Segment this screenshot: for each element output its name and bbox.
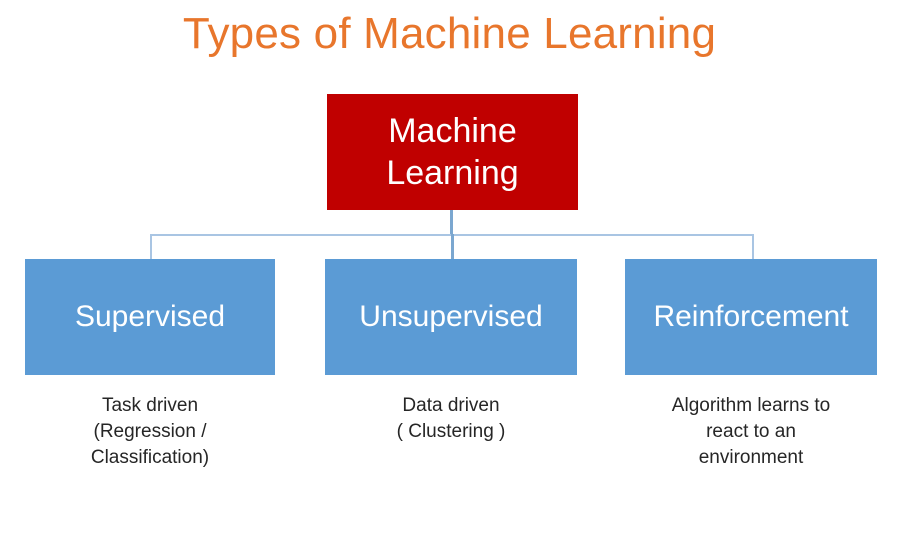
caption-supervised-line-3: Classification) bbox=[90, 447, 210, 468]
node-machine-learning-label-line-1: Machine bbox=[388, 112, 517, 150]
connector-root-stem bbox=[450, 210, 453, 236]
node-machine-learning-label-line-2: Learning bbox=[386, 154, 519, 192]
node-reinforcement[interactable]: Reinforcement bbox=[625, 259, 877, 375]
caption-reinforcement: Algorithm learns to react to an environm… bbox=[625, 393, 877, 471]
caption-supervised: Task driven (Regression / Classification… bbox=[25, 393, 275, 471]
caption-unsupervised-line-1: Data driven bbox=[402, 395, 500, 416]
caption-supervised-line-1: Task driven bbox=[101, 395, 199, 416]
node-reinforcement-label: Reinforcement bbox=[653, 300, 849, 333]
node-unsupervised-label: Unsupervised bbox=[359, 300, 543, 333]
node-machine-learning-label: Machine Learning bbox=[386, 110, 518, 194]
node-supervised[interactable]: Supervised bbox=[25, 259, 275, 375]
node-machine-learning[interactable]: Machine Learning bbox=[327, 94, 578, 210]
caption-supervised-line-2: (Regression / bbox=[93, 421, 207, 442]
caption-unsupervised: Data driven ( Clustering ) bbox=[325, 393, 577, 445]
caption-reinforcement-line-1: Algorithm learns to bbox=[671, 395, 831, 416]
page-title: Types of Machine Learning bbox=[182, 9, 717, 58]
connector-drop-unsupervised bbox=[451, 234, 454, 259]
node-unsupervised[interactable]: Unsupervised bbox=[325, 259, 577, 375]
caption-reinforcement-line-3: environment bbox=[698, 447, 804, 468]
connector-drop-supervised bbox=[150, 234, 152, 259]
caption-reinforcement-line-2: react to an bbox=[706, 421, 796, 442]
connector-drop-reinforcement bbox=[752, 234, 754, 259]
caption-unsupervised-line-2: ( Clustering ) bbox=[396, 421, 506, 442]
node-supervised-label: Supervised bbox=[74, 300, 226, 333]
